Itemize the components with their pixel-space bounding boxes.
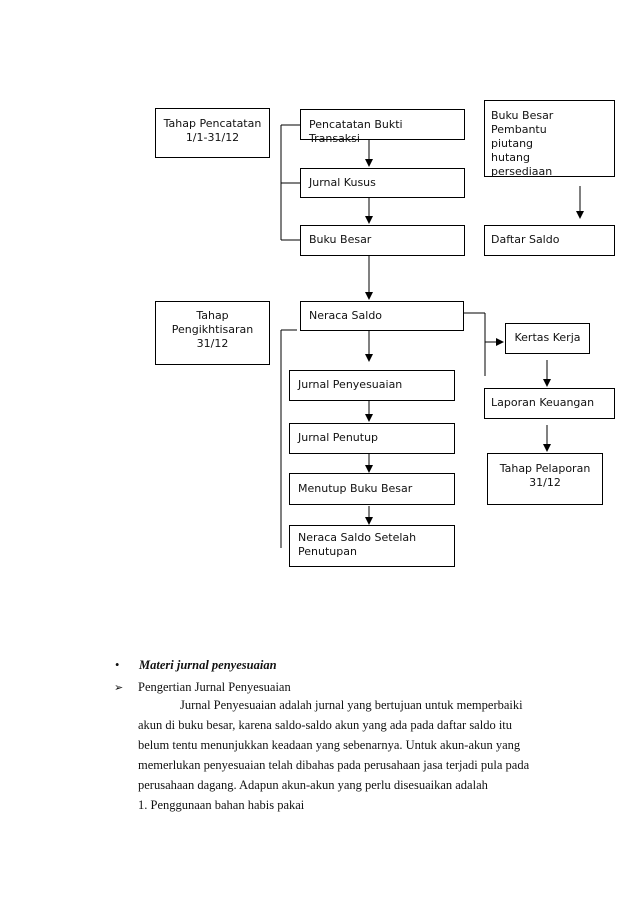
closing-journal-box: Jurnal Penutup [289, 423, 455, 454]
subsidiary-ledger-item: piutang [491, 137, 534, 150]
balance-list-label: Daftar Saldo [491, 233, 560, 246]
close-ledger-box: Menutup Buku Besar [289, 473, 455, 505]
section-heading: Materi jurnal penyesuaian [139, 658, 277, 672]
stage-reporting-title: Tahap Pelaporan [499, 462, 591, 475]
stage-summary-title: Tahap [196, 309, 229, 322]
special-journal-box: Jurnal Kusus [300, 168, 465, 198]
paragraph-line: belum tentu menunjukkan keadaan yang seb… [138, 738, 521, 752]
post-closing-subtitle: Penutupan [298, 545, 357, 558]
subheading-row: ➢ Pengertian Jurnal Penyesuaian [114, 680, 291, 695]
subsidiary-ledger-item: persediaan [491, 165, 553, 178]
list-item: 1. Penggunaan bahan habis pakai [138, 798, 305, 812]
close-ledger-label: Menutup Buku Besar [298, 482, 413, 495]
subsidiary-ledger-item: hutang [491, 151, 530, 164]
balance-list-box: Daftar Saldo [484, 225, 615, 256]
transaction-evidence-label: Pencatatan Bukti Transaksi [309, 118, 403, 145]
transaction-evidence-box: Pencatatan Bukti Transaksi [300, 109, 465, 145]
special-journal-label: Jurnal Kusus [309, 176, 376, 189]
stage-summary-period: 31/12 [196, 337, 229, 350]
general-ledger-box: Buku Besar [300, 225, 465, 256]
subsidiary-ledger-title: Buku Besar Pembantu [491, 109, 554, 136]
paragraph-line: perusahaan dagang. Adapun akun-akun yang… [138, 778, 488, 792]
post-closing-balance-box: Neraca Saldo Setelah Penutupan [289, 525, 455, 567]
sub-heading: Pengertian Jurnal Penyesuaian [138, 680, 291, 694]
adjusting-journal-box: Jurnal Penyesuaian [289, 370, 455, 401]
post-closing-title: Neraca Saldo Setelah [298, 531, 417, 544]
stage-reporting-period: 31/12 [529, 476, 561, 489]
worksheet-box: Kertas Kerja [505, 323, 590, 354]
stage-summary-box: Tahap Pengikhtisaran 31/12 [155, 301, 270, 365]
paragraph-line: memerlukan penyesuaian telah dibahas pad… [138, 758, 530, 772]
stage-summary-subtitle: Pengikhtisaran [171, 323, 254, 336]
bullet-icon: • [115, 658, 120, 672]
worksheet-label: Kertas Kerja [514, 331, 581, 344]
stage-recording-title: Tahap Pencatatan [163, 117, 262, 130]
general-ledger-label: Buku Besar [309, 233, 372, 246]
financial-report-box: Laporan Keuangan [484, 388, 615, 419]
subsidiary-ledger-box: Buku Besar Pembantu piutang hutang perse… [484, 100, 615, 178]
stage-reporting-box: Tahap Pelaporan 31/12 [487, 453, 603, 505]
paragraph-line: akun di buku besar, karena saldo-saldo a… [138, 718, 513, 732]
heading-row: • Materi jurnal penyesuaian [115, 658, 277, 673]
financial-report-label: Laporan Keuangan [491, 396, 595, 409]
closing-journal-label: Jurnal Penutup [298, 431, 379, 444]
arrow-bullet-icon: ➢ [114, 681, 124, 694]
adjusting-journal-label: Jurnal Penyesuaian [298, 378, 403, 391]
trial-balance-label: Neraca Saldo [309, 309, 383, 322]
trial-balance-box: Neraca Saldo [300, 301, 464, 331]
definition-paragraph: Jurnal Penyesuaian adalah jurnal yang be… [138, 695, 529, 815]
stage-recording-period: 1/1-31/12 [185, 131, 240, 144]
stage-recording-box: Tahap Pencatatan 1/1-31/12 [155, 108, 270, 158]
paragraph-line: Jurnal Penyesuaian adalah jurnal yang be… [180, 698, 523, 712]
